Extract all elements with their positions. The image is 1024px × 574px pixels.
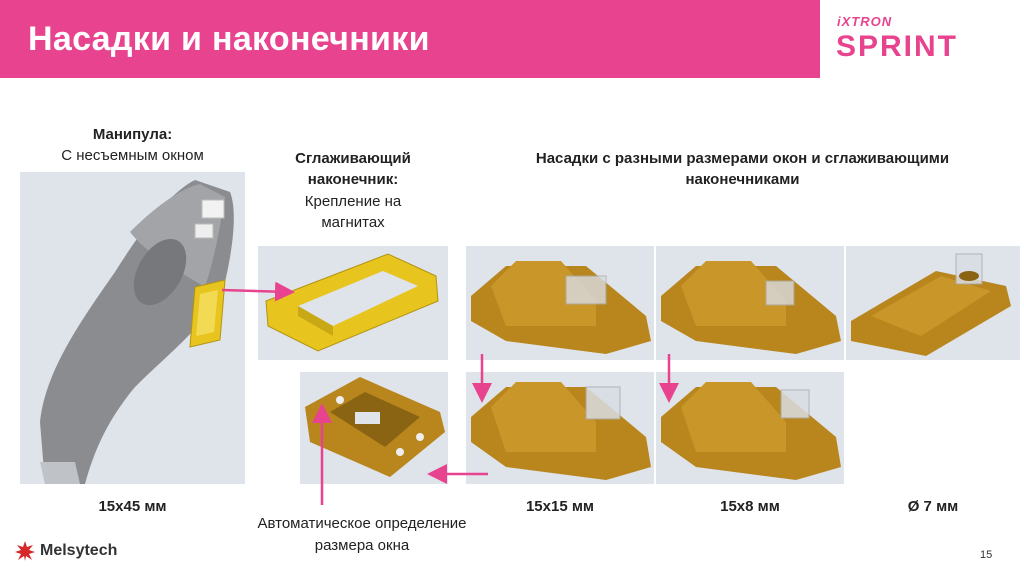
size-label-7mm: Ø 7 мм — [907, 498, 959, 515]
size-label-15x15: 15x15 мм — [525, 498, 595, 515]
manipula-subtitle: С несъемным окном — [61, 147, 204, 164]
smoothing-sub-2: магнитах — [321, 214, 385, 231]
page-title: Насадки и наконечники — [28, 20, 430, 58]
nozzles-title-1: Насадки с разными размерами окон и сглаж… — [535, 150, 950, 167]
smoothing-tip-image — [258, 246, 448, 360]
manipula-title: Манипула: — [92, 126, 173, 143]
header-bar: Насадки и наконечники — [0, 0, 820, 78]
nozzles-title-2: наконечниками — [685, 171, 800, 188]
brand-top-text: iXTRON — [837, 14, 893, 29]
nozzle-15x8-bottom-image — [656, 372, 844, 484]
nozzle-7mm-image — [846, 246, 1020, 360]
smoothing-title-1: Сглаживающий — [295, 150, 411, 167]
page-number: 15 — [980, 549, 993, 561]
nozzle-15x15-bottom-image — [466, 372, 654, 484]
brand-main-text: SPRINT — [836, 30, 959, 63]
nozzle-15x8-top-image — [656, 246, 844, 360]
smoothing-title-2: наконечник: — [307, 171, 399, 188]
melsytech-logo-text: Melsytech — [40, 542, 118, 559]
size-label-15x45: 15x45 мм — [98, 498, 167, 515]
nozzle-bottom-view-image — [300, 372, 448, 484]
melsytech-leaf-icon — [15, 541, 35, 561]
arrow-handpiece-to-tip — [221, 281, 295, 302]
nozzle-15x15-top-image — [466, 246, 654, 360]
auto-detect-line1: Автоматическое определение — [257, 515, 467, 532]
handpiece-image — [20, 172, 245, 484]
smoothing-sub-1: Крепление на — [304, 193, 402, 210]
brand-logo: iXTRON SPRINT — [830, 10, 1020, 70]
size-label-15x8: 15x8 мм — [720, 498, 780, 515]
auto-detect-line2: размера окна — [314, 537, 410, 554]
